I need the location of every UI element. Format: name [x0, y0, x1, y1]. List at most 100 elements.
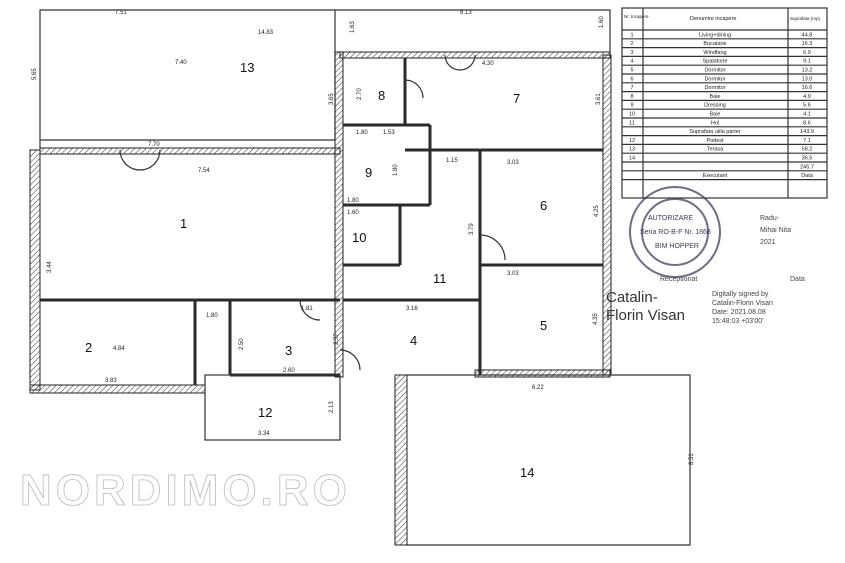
dimension-label: 3.03	[507, 160, 519, 166]
table-cell: 13.0	[802, 76, 813, 82]
area-table: Nr. Incapere Denumire incapere Suprafata…	[621, 7, 828, 199]
table-cell: Podest	[706, 138, 724, 144]
dimension-label: 14.83	[258, 30, 274, 36]
table-header: Denumire incapere	[690, 16, 736, 22]
room-number: 7	[513, 91, 520, 106]
other-signature: Radu-	[760, 215, 780, 222]
dimension-label: 7.54	[198, 168, 210, 174]
table-cell: 245.7	[800, 164, 814, 170]
table-cell: 2	[630, 41, 633, 47]
room-number: 6	[540, 198, 547, 213]
table-cell: Dormitor	[704, 85, 725, 91]
dimension-label: 3.79	[469, 223, 475, 235]
dimension-label: 4.35	[593, 313, 599, 325]
table-cell: 16.6	[802, 85, 813, 91]
table-cell: Suprafata utila parter	[689, 129, 741, 135]
table-cell: 4.1	[803, 112, 811, 118]
dimension-label: 1.60	[347, 210, 359, 216]
table-cell: 44.8	[802, 32, 813, 38]
table-cell: 4	[630, 59, 633, 65]
dimension-label: 1.80	[393, 164, 399, 176]
table-cell: Executant	[703, 173, 728, 179]
dimension-label: 1.53	[383, 130, 395, 136]
room-number: 13	[240, 60, 254, 75]
room-number: 10	[352, 230, 366, 245]
signature-name: Catalin-	[606, 289, 658, 306]
dimension-label: 5.65	[32, 68, 38, 80]
table-cell: 58.2	[802, 147, 813, 153]
room-number: 2	[85, 340, 92, 355]
signature-detail: Digitally signed by	[712, 291, 769, 298]
footer-label: Receptionat	[660, 276, 697, 283]
stamp-text: Seria RO-B-F Nr. 1868	[640, 229, 711, 236]
stamp-text: BIM HOPPER	[655, 243, 699, 250]
table-cell: 12	[629, 138, 635, 144]
table-cell: 6.9	[803, 50, 811, 56]
signature-detail: 15:48:03 +03'00'	[712, 318, 764, 325]
table-cell: 7.1	[803, 138, 811, 144]
dimension-labels: 7.51 14.83 8.13 1.63 1.60 5.65 7.40 3.65…	[32, 10, 695, 465]
dimension-label: 1.80	[347, 198, 359, 204]
dimension-label: 4.84	[113, 346, 125, 352]
dimension-label: 2.60	[283, 368, 295, 374]
dimension-label: 2.70	[357, 88, 363, 100]
building-walls	[29, 51, 691, 546]
room-number: 3	[285, 343, 292, 358]
table-cell: 5.6	[803, 103, 811, 109]
dimension-label: 3.65	[329, 93, 335, 105]
signature-detail: Catalin-Florin Visan	[712, 300, 773, 307]
room-number: 5	[540, 318, 547, 333]
terrace-outline	[39, 9, 611, 148]
table-cell: Baie	[709, 112, 720, 118]
dimension-label: 4.25	[594, 205, 600, 217]
table-cell: 4.9	[803, 94, 811, 100]
dimension-label: 7.40	[175, 60, 187, 66]
digital-signature: Catalin- Florin Visan Digitally signed b…	[606, 289, 773, 325]
dimension-label: 1.60	[599, 16, 605, 28]
table-cell: 13	[629, 147, 635, 153]
dimension-label: 3.83	[105, 378, 117, 384]
table-cell: Dormitor	[704, 76, 725, 82]
table-cell: Hol	[711, 120, 719, 126]
table-cell: 14	[629, 156, 635, 162]
dimension-label: 3.16	[406, 306, 418, 312]
dimension-label: 7.70	[148, 142, 160, 148]
table-cell: Living+dining	[699, 32, 731, 38]
room-number: 4	[410, 333, 417, 348]
table-cell: Data	[801, 173, 814, 179]
table-cell: Dormitor	[704, 68, 725, 74]
other-signature: 2021	[760, 239, 776, 246]
room-number: 14	[520, 465, 534, 480]
room-number: 11	[433, 271, 447, 286]
dimension-label: 2.13	[329, 401, 335, 413]
table-cell: Terasa	[707, 147, 724, 153]
table-cell: Bucatarie	[703, 41, 726, 47]
table-cell: Baie	[709, 94, 720, 100]
dimension-label: 3.03	[507, 271, 519, 277]
dimension-label: 1.63	[350, 21, 356, 33]
table-cell: 36.5	[802, 156, 813, 162]
signature-detail: Date: 2021.08.08	[712, 309, 766, 316]
footer-label: Data	[790, 276, 805, 283]
table-cell: 7	[630, 85, 633, 91]
dimension-label: 1.80	[356, 130, 368, 136]
signature-name: Florin Visan	[606, 307, 685, 324]
table-cell: 5	[630, 68, 633, 74]
room-number: 12	[258, 405, 272, 420]
table-cell: 3	[630, 50, 633, 56]
table-cell: 1	[630, 32, 633, 38]
table-cell: Windfang	[703, 50, 726, 56]
table-cell: 10	[629, 112, 635, 118]
table-cell: Spalatorie	[703, 59, 728, 65]
stamp-text: AUTORIZARE	[648, 215, 693, 222]
dimension-label: 8.51	[689, 453, 695, 465]
room-number: 8	[378, 88, 385, 103]
other-signature: Mihai Nita	[760, 227, 791, 234]
dimension-label: 1.15	[446, 158, 458, 164]
table-cell: 9	[630, 103, 633, 109]
watermark: NORDIMO.RO	[20, 466, 351, 515]
room-number: 9	[365, 165, 372, 180]
dimension-label: 1.80	[206, 313, 218, 319]
table-cell: 16.3	[802, 41, 813, 47]
